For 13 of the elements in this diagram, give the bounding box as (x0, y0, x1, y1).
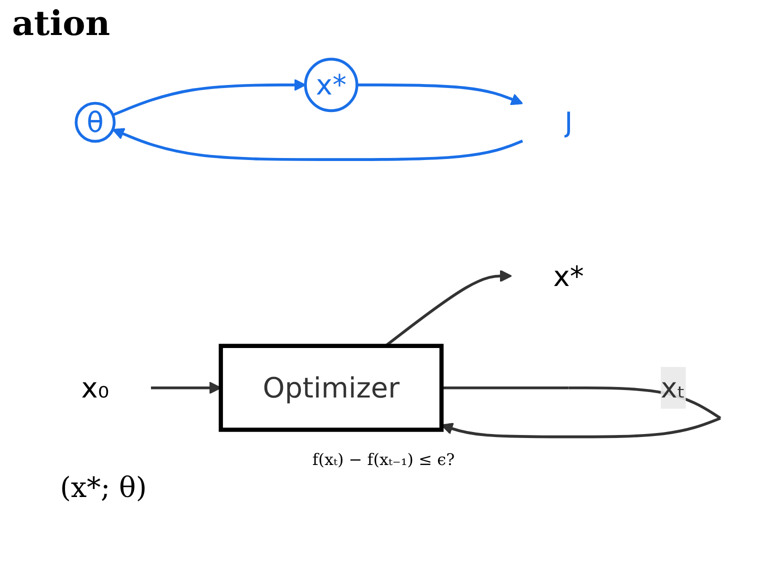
edge-label: xₜ (660, 371, 686, 405)
arrow (356, 84, 524, 106)
condition-note: f(xₜ) − f(xₜ₋₁) ≤ ϵ? (311, 450, 456, 469)
node-text: x* (553, 259, 584, 293)
node-text: J (564, 105, 573, 140)
formula-label: (x*; θ) (60, 471, 147, 504)
node-circle: x* (304, 58, 358, 112)
node-text: x₀ (81, 371, 110, 405)
node-box: Optimizer (218, 344, 444, 432)
node-circle: θ (74, 102, 116, 143)
arrow (112, 128, 524, 161)
title: ation (11, 3, 112, 46)
arrow (112, 78, 306, 116)
